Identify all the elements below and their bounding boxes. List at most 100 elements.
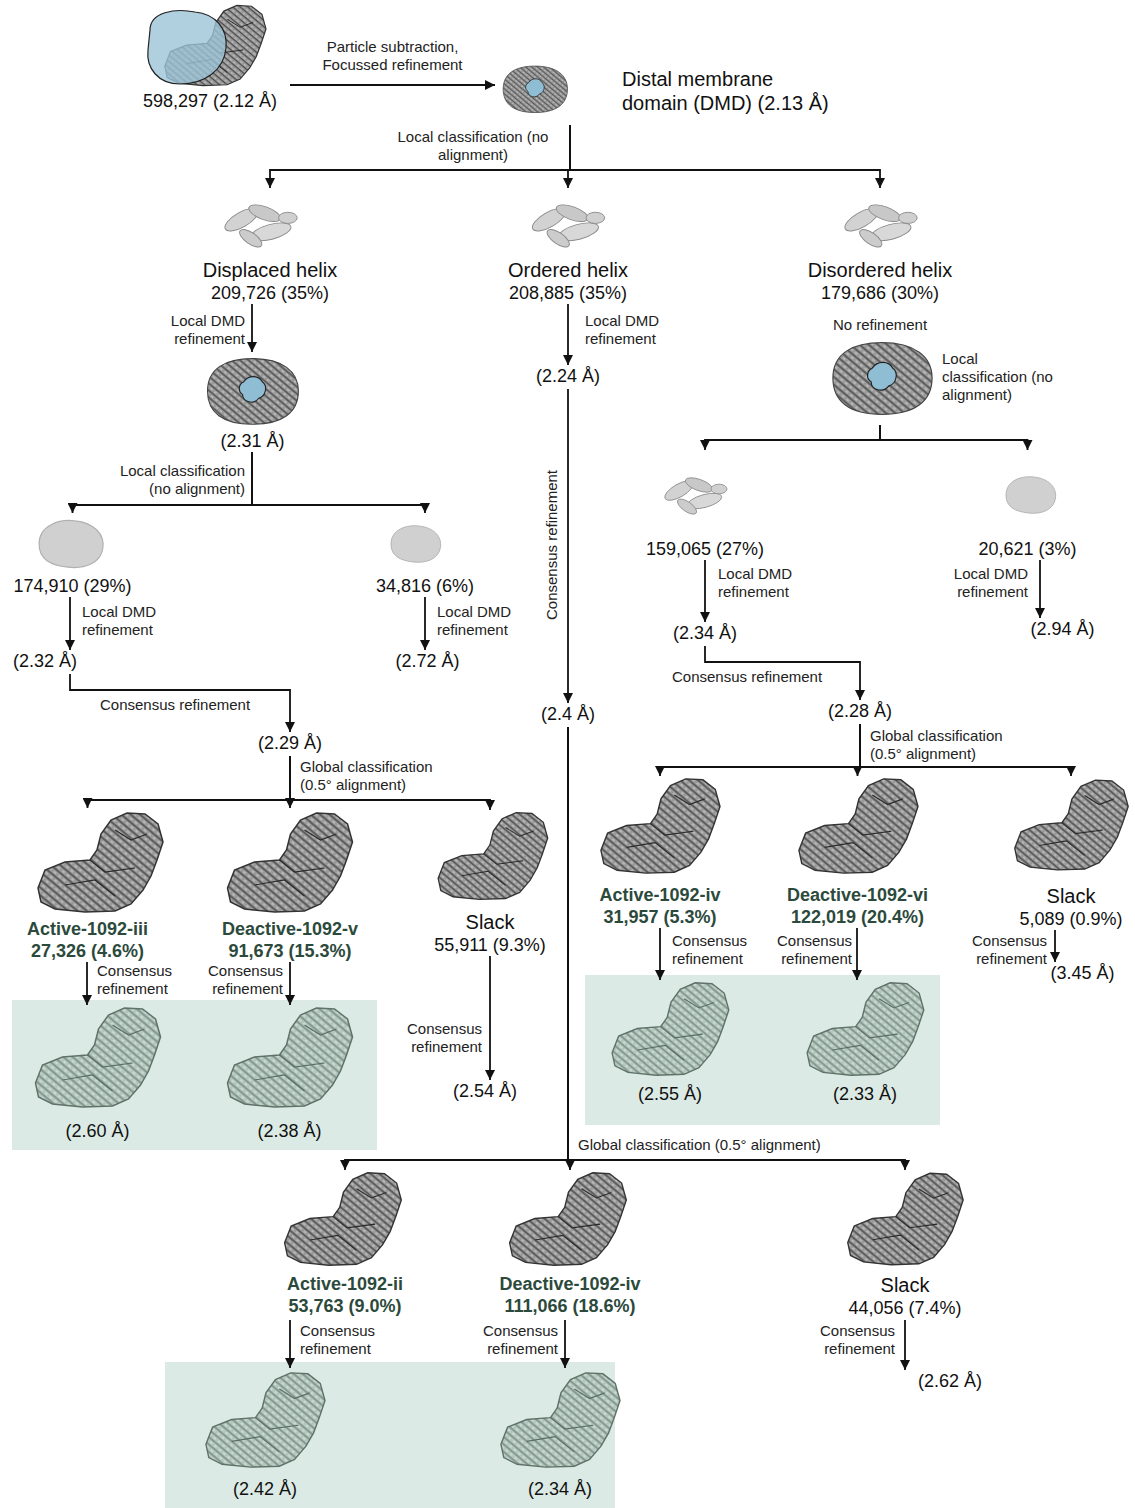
step-label: Consensus refinement: [672, 932, 757, 968]
node-text-group: (2.54 Å): [445, 1080, 525, 1102]
stage-node: 159,065 (27%): [640, 450, 770, 560]
final-map: [228, 1008, 353, 1107]
node-text-group: Displaced helix209,726 (35%): [190, 258, 350, 304]
flow-arrow: [290, 84, 495, 86]
node-count: 111,066 (18.6%): [504, 1295, 635, 1317]
final-map: [612, 983, 729, 1075]
mask-region: [148, 11, 226, 84]
flow-arrow: [564, 1320, 566, 1368]
result-panel: [585, 975, 940, 1125]
node-text-group: (3.45 Å): [1040, 962, 1125, 984]
stage-node: (2.94 Å): [1020, 618, 1105, 642]
helix-map: [842, 201, 918, 250]
node-count: 44,056 (7.4%): [848, 1297, 961, 1319]
node-text-group: (2.34 Å): [485, 1478, 635, 1500]
node-text-group: Slack44,056 (7.4%): [835, 1273, 975, 1319]
stage-node: (2.38 Å): [212, 1005, 367, 1145]
step-label: Consensus refinement: [97, 962, 182, 998]
stage-node: (2.31 Å): [190, 352, 315, 452]
stage-node: (2.28 Å): [820, 700, 900, 724]
flow-arrow: [659, 928, 661, 980]
node-label: Deactive-1092-vi: [787, 884, 928, 906]
flow-arrow: [1039, 560, 1041, 618]
stage-node: (2.33 Å): [790, 980, 940, 1105]
stage-node: (2.55 Å): [595, 980, 745, 1105]
node-count: 5,089 (0.9%): [1019, 908, 1122, 930]
stage-node: Displaced helix209,726 (35%): [190, 188, 350, 304]
step-label: Local DMD refinement: [933, 565, 1028, 601]
node-label: Active-1092-ii: [287, 1273, 403, 1295]
node-label: (2.31 Å): [220, 430, 284, 452]
flow-arrow: [1054, 930, 1056, 962]
node-text-group: (2.32 Å): [5, 650, 85, 672]
node-text-group: (2.60 Å): [20, 1120, 175, 1142]
node-label: Ordered helix: [508, 258, 628, 282]
flow-arrow: [489, 956, 491, 1080]
stage-node: Active-1092-iii27,326 (4.6%): [5, 808, 170, 962]
stage-node: Distal membrane domain (DMD) (2.13 Å): [495, 55, 860, 125]
complex-map: [510, 1173, 627, 1265]
node-count: 209,726 (35%): [211, 282, 329, 304]
node-label: (2.34 Å): [673, 622, 737, 644]
blob-map: [39, 520, 103, 567]
node-label: (2.34 Å): [528, 1478, 592, 1500]
complex-map: [848, 1173, 963, 1264]
node-text-group: Active-1092-iii27,326 (4.6%): [5, 918, 170, 962]
node-text-group: Slack55,911 (9.3%): [420, 910, 560, 956]
node-text-group: 159,065 (27%): [640, 538, 770, 560]
complex-map: [38, 813, 163, 912]
final-map: [501, 1373, 620, 1467]
flow-arrow: [880, 425, 1028, 450]
node-text-group: Slack5,089 (0.9%): [1010, 884, 1132, 930]
complex-map: [438, 813, 548, 900]
step-label: Consensus refinement: [762, 932, 852, 968]
stage-node: Slack5,089 (0.9%): [1010, 776, 1132, 930]
step-label: Local classification (no alignment): [378, 128, 568, 164]
node-label: Deactive-1092-iv: [499, 1273, 640, 1295]
node-label: (2.94 Å): [1030, 618, 1094, 640]
step-label: Local DMD refinement: [585, 312, 680, 348]
node-label: Active-1092-iv: [599, 884, 720, 906]
flow-arrow: [69, 597, 71, 650]
step-label: Local DMD refinement: [150, 312, 245, 348]
stage-node: Slack44,056 (7.4%): [835, 1170, 975, 1320]
step-label: Local DMD refinement: [718, 565, 813, 601]
node-text-group: (2.4 Å): [533, 703, 603, 725]
complex-map: [601, 779, 720, 873]
node-text-group: (2.94 Å): [1020, 618, 1105, 640]
flow-arrow: [567, 389, 569, 703]
step-label: Consensus refinement: [672, 668, 832, 686]
complex-map: [285, 1173, 402, 1265]
flow-arrow: [290, 756, 490, 810]
stage-node: (2.32 Å): [5, 650, 85, 674]
complex-map: [228, 813, 353, 912]
step-label: Consensus refinement: [300, 1322, 400, 1358]
node-text-group: (2.24 Å): [528, 365, 608, 387]
node-text-group: (2.42 Å): [185, 1478, 345, 1500]
node-count: 53,763 (9.0%): [288, 1295, 401, 1317]
node-text-group: 20,621 (3%): [970, 538, 1085, 560]
step-note: No refinement: [820, 316, 940, 334]
flow-arrow: [88, 756, 291, 808]
final-map: [36, 1008, 161, 1107]
step-label: Global classification (0.5° alignment): [300, 758, 450, 794]
stage-node: (2.34 Å): [665, 622, 745, 646]
complex-map: [799, 779, 918, 873]
node-text-group: Active-1092-iv31,957 (5.3%): [585, 884, 735, 928]
node-text-group: Deactive-1092-iv111,066 (18.6%): [495, 1273, 645, 1317]
node-label: (2.28 Å): [828, 700, 892, 722]
flow-arrow: [289, 962, 291, 1005]
flow-arrow: [570, 125, 880, 188]
node-label: (2.60 Å): [65, 1120, 129, 1142]
node-text-group: Distal membrane domain (DMD) (2.13 Å): [622, 67, 837, 115]
node-label: Slack: [1047, 884, 1096, 908]
step-label: Local classification (no alignment): [942, 350, 1062, 404]
stage-node: (2.62 Å): [885, 1370, 1015, 1394]
dmd-map: [503, 66, 567, 112]
flow-arrow: [705, 425, 880, 450]
final-map: [206, 1373, 325, 1467]
stage-node: Slack55,911 (9.3%): [420, 810, 560, 956]
blob-map: [1006, 477, 1056, 514]
flow-arrow: [568, 727, 905, 1170]
